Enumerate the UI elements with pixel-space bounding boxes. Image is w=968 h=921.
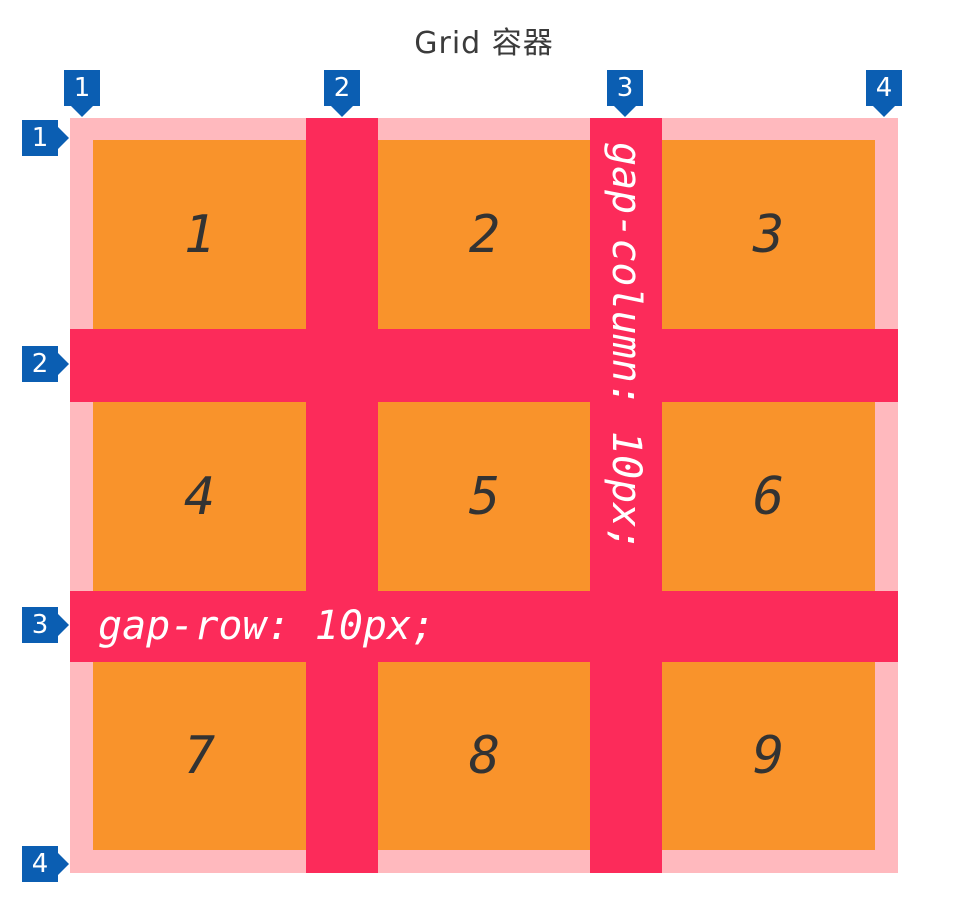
grid-item-8: 8 — [378, 662, 591, 850]
gap-row-label: gap-row: 10px; — [98, 603, 436, 649]
arrow-down-icon — [71, 106, 93, 117]
grid-item-4: 4 — [93, 402, 306, 591]
arrow-down-icon — [331, 106, 353, 117]
page-title: Grid 容器 — [414, 26, 554, 61]
marker-badge: 4 — [866, 70, 902, 106]
grid-item-2: 2 — [378, 140, 591, 329]
row-gap-strip-1 — [70, 329, 898, 402]
grid-item-3: 3 — [662, 140, 875, 329]
column-gap-strip-2 — [590, 118, 662, 873]
grid-item-1: 1 — [93, 140, 306, 329]
gap-column-label-wrap: gap-column: 10px; — [590, 142, 662, 662]
marker-badge: 2 — [22, 346, 58, 382]
arrow-right-icon — [58, 614, 69, 636]
gap-column-label: gap-column: 10px; — [603, 142, 649, 552]
marker-badge: 2 — [324, 70, 360, 106]
grid-container: 1 2 3 4 5 6 7 8 9 gap-row: 10px; gap-col… — [70, 118, 898, 873]
grid-item-9: 9 — [662, 662, 875, 850]
marker-badge: 3 — [607, 70, 643, 106]
arrow-down-icon — [873, 106, 895, 117]
grid-item-7: 7 — [93, 662, 306, 850]
row-gap-strip-2 — [70, 591, 898, 662]
row-line-marker-2: 2 — [22, 346, 69, 382]
row-line-marker-1: 1 — [22, 120, 69, 156]
row-line-marker-3: 3 — [22, 607, 69, 643]
column-line-marker-4: 4 — [866, 70, 902, 117]
grid-item-5: 5 — [378, 402, 591, 591]
column-gap-strip-1 — [306, 118, 378, 873]
marker-badge: 4 — [22, 846, 58, 882]
arrow-right-icon — [58, 127, 69, 149]
grid-item-6: 6 — [662, 402, 875, 591]
column-line-marker-3: 3 — [607, 70, 643, 117]
arrow-right-icon — [58, 353, 69, 375]
marker-badge: 3 — [22, 607, 58, 643]
marker-badge: 1 — [22, 120, 58, 156]
column-line-marker-1: 1 — [64, 70, 100, 117]
row-line-marker-4: 4 — [22, 846, 69, 882]
arrow-right-icon — [58, 853, 69, 875]
column-line-marker-2: 2 — [324, 70, 360, 117]
arrow-down-icon — [614, 106, 636, 117]
marker-badge: 1 — [64, 70, 100, 106]
